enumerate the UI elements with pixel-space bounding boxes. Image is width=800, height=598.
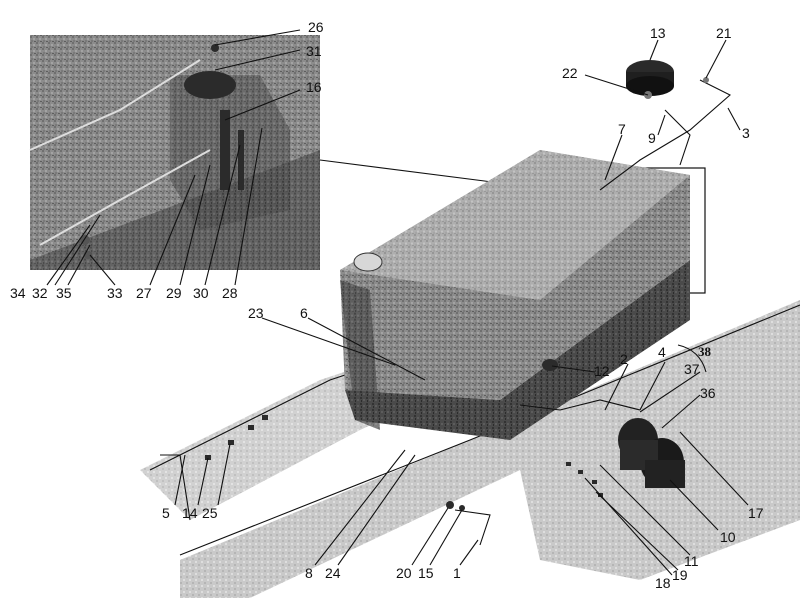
filler-neck	[353, 252, 383, 272]
label-12: 12	[594, 363, 610, 379]
label-15: 15	[418, 565, 434, 581]
label-14: 14	[182, 505, 198, 521]
label-17: 17	[748, 505, 764, 521]
label-33: 33	[107, 285, 123, 301]
label-3: 3	[742, 125, 750, 141]
label-1: 1	[453, 565, 461, 581]
label-23: 23	[248, 305, 264, 321]
label-13: 13	[650, 25, 666, 41]
label-27: 27	[136, 285, 152, 301]
label-34: 34	[10, 285, 26, 301]
fuel-pipes	[160, 79, 731, 546]
label-9: 9	[648, 130, 656, 146]
fuel-filter-assembly	[618, 418, 685, 488]
label-37: 37	[684, 361, 700, 377]
label-36: 36	[700, 385, 716, 401]
part-number-labels: 26 31 16 34 32 35 33 27 29 30 28 13 21 2…	[10, 19, 764, 591]
inset-detail-view	[29, 35, 320, 270]
label-8: 8	[305, 565, 313, 581]
fasteners	[80, 44, 709, 511]
label-25: 25	[202, 505, 218, 521]
label-2: 2	[620, 351, 628, 367]
label-11: 11	[684, 553, 699, 569]
label-30: 30	[193, 285, 209, 301]
label-21: 21	[716, 25, 732, 41]
label-38: 38	[698, 344, 712, 359]
label-20: 20	[396, 565, 412, 581]
label-26: 26	[308, 19, 324, 35]
label-32: 32	[32, 285, 48, 301]
label-28: 28	[222, 285, 238, 301]
label-35: 35	[56, 285, 72, 301]
label-5: 5	[162, 505, 170, 521]
label-31: 31	[306, 43, 322, 59]
label-7: 7	[618, 121, 626, 137]
label-10: 10	[720, 529, 736, 545]
label-22: 22	[562, 65, 578, 81]
label-24: 24	[325, 565, 341, 581]
label-4: 4	[658, 344, 666, 360]
label-6: 6	[300, 305, 308, 321]
label-29: 29	[166, 285, 182, 301]
leader-lines	[46, 29, 749, 576]
fuel-cap	[626, 60, 674, 96]
label-19: 19	[672, 567, 688, 583]
label-16: 16	[306, 79, 322, 95]
label-18: 18	[655, 575, 671, 591]
